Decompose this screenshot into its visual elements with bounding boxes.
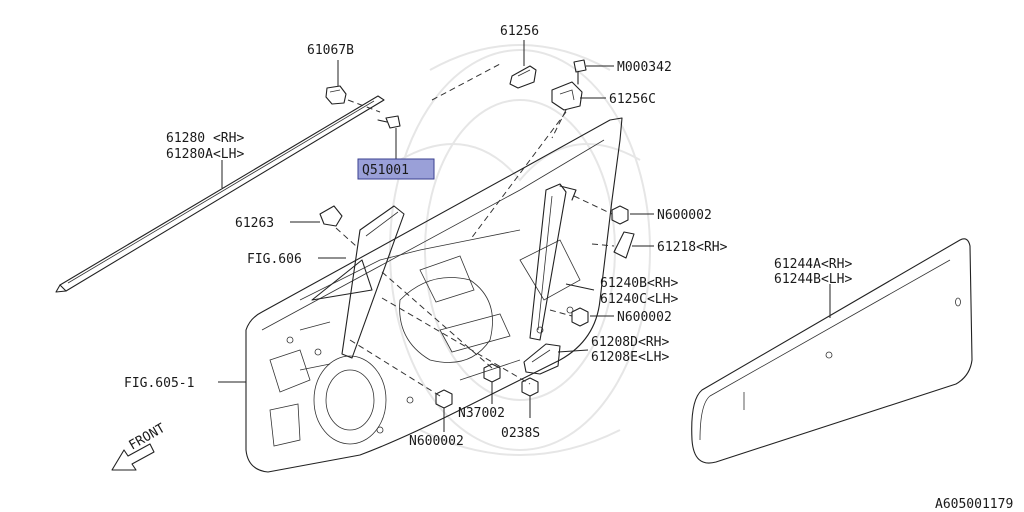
label-61280-rh: 61280 <RH> — [166, 131, 244, 146]
piece-61218 — [613, 231, 635, 259]
label-61256c: 61256C — [609, 92, 656, 107]
watermark-crest — [389, 44, 651, 456]
front-direction-arrow — [111, 443, 155, 471]
label-front: FRONT — [127, 421, 169, 454]
weatherstrip-61280 — [55, 95, 385, 293]
leader-lines — [218, 40, 831, 432]
sealing-cover-61244 — [691, 238, 973, 464]
clip-61067b — [325, 85, 347, 105]
nut-n600002-bottom — [435, 389, 453, 409]
highlight-box-q51001[interactable] — [357, 158, 435, 180]
leader-dash — [431, 63, 501, 101]
label-fig606: FIG.606 — [247, 252, 302, 267]
door-inner-panel — [245, 117, 623, 473]
label-61208e-lh: 61208E<LH> — [591, 350, 669, 365]
label-n600002-top: N600002 — [657, 208, 712, 223]
stopper-61256 — [509, 65, 537, 89]
label-61244a-rh: 61244A<RH> — [774, 257, 852, 272]
screw-q51001 — [377, 115, 401, 129]
label-q51001[interactable]: Q51001 — [362, 163, 409, 178]
label-61208d-rh: 61208D<RH> — [591, 335, 669, 350]
label-m000342: M000342 — [617, 60, 672, 75]
nut-0238s — [521, 377, 539, 397]
image-code: A605001179 — [935, 497, 1013, 512]
leader-dash — [347, 99, 381, 113]
bracket-61256c — [551, 81, 583, 111]
label-n600002-bottom: N600002 — [409, 434, 464, 449]
rear-channel-61240 — [529, 183, 577, 341]
bolt-m000342 — [573, 59, 587, 85]
label-n37002: N37002 — [458, 406, 505, 421]
label-n600002-mid: N600002 — [617, 310, 672, 325]
nut-n600002-top — [611, 205, 629, 225]
nut-n37002 — [483, 363, 501, 383]
bracket-61208d — [523, 343, 561, 375]
label-61263: 61263 — [235, 216, 274, 231]
label-0238s: 0238S — [501, 426, 540, 441]
label-61240c-lh: 61240C<LH> — [600, 292, 678, 307]
label-61256: 61256 — [500, 24, 539, 39]
clip-61263 — [319, 205, 343, 227]
nut-n600002-mid — [571, 307, 589, 327]
label-61240b-rh: 61240B<RH> — [600, 276, 678, 291]
label-61244b-lh: 61244B<LH> — [774, 272, 852, 287]
label-fig605: FIG.605-1 — [124, 376, 194, 391]
assembly-dash-lines — [349, 111, 615, 397]
leader-dash — [335, 227, 357, 247]
label-61218-rh: 61218<RH> — [657, 240, 728, 255]
label-61067b: 61067B — [307, 43, 354, 58]
label-61280a-lh: 61280A<LH> — [166, 147, 244, 162]
front-channel-fig606 — [311, 205, 405, 359]
